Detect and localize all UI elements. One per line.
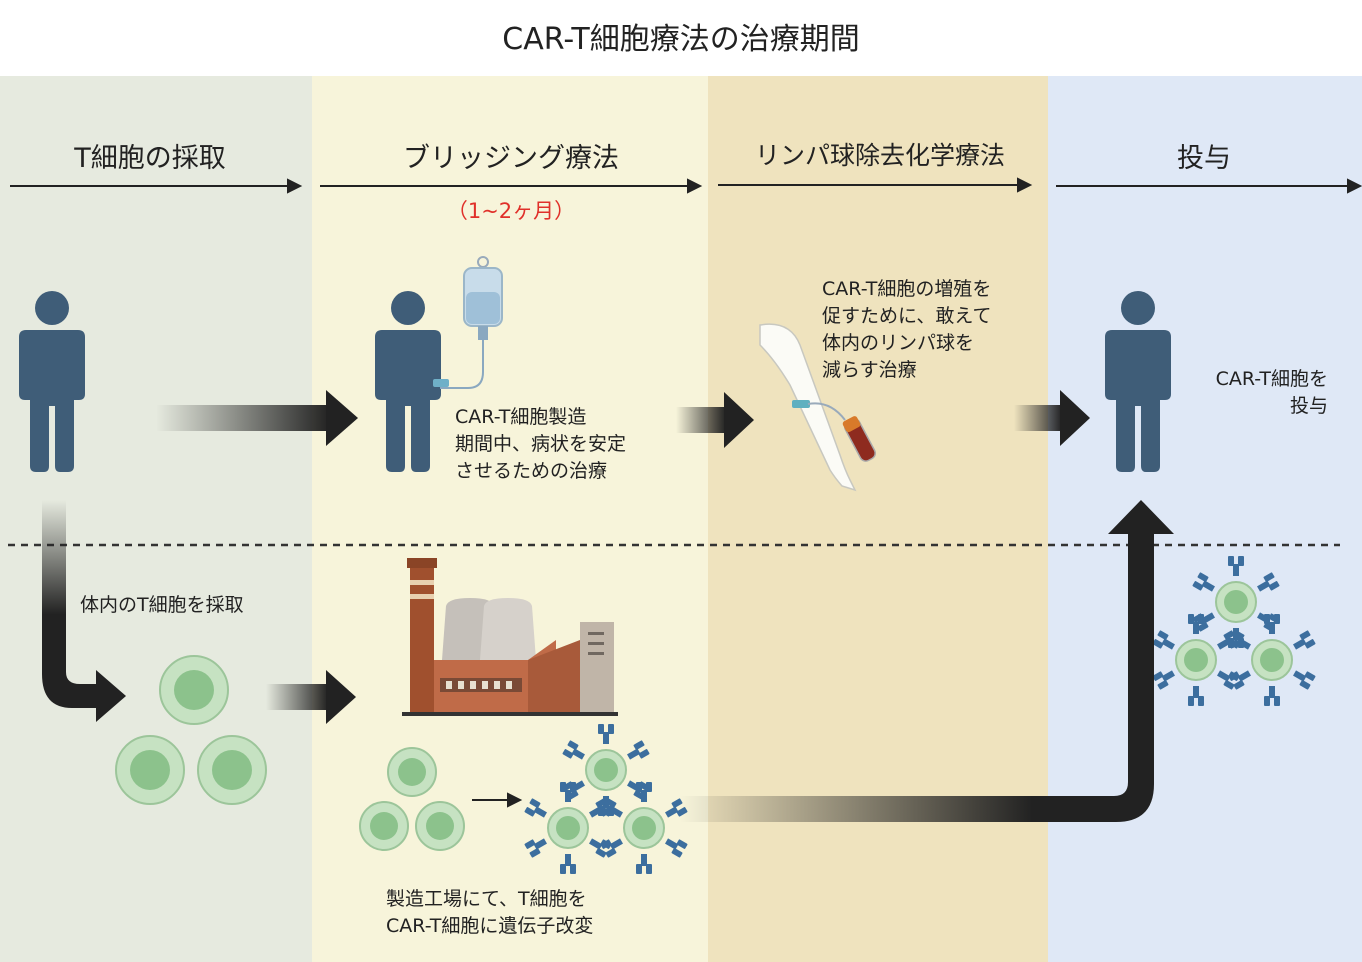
page-title: CAR-T細胞療法の治療期間 xyxy=(502,22,860,57)
bridging-note: CAR-T細胞製造 期間中、病状を安定 させるための治療 xyxy=(455,404,626,485)
t-cell-icon xyxy=(115,735,185,805)
car-t-cell-icon xyxy=(524,782,612,874)
car-t-cell-icon xyxy=(1228,614,1316,706)
t-cell-icon xyxy=(359,801,409,851)
person-icon xyxy=(19,291,85,472)
manufacturing-note: 製造工場にて、T細胞を CAR-T細胞に遺伝子改変 xyxy=(386,886,593,940)
infusion-note-line: CAR-T細胞を xyxy=(1215,368,1328,390)
bridging-note-line: CAR-T細胞製造 xyxy=(455,406,587,428)
phase-label-collection: T細胞の採取 xyxy=(74,143,226,174)
car-t-cell-icon xyxy=(1152,614,1240,706)
iv-bag-icon xyxy=(433,256,503,389)
lymphodepletion-note-line: 促すために、敢えて xyxy=(822,305,992,327)
person-icon xyxy=(375,291,441,472)
t-cell-icon xyxy=(197,735,267,805)
timeline-arrows xyxy=(10,177,1362,194)
phase-label-bridging: ブリッジング療法 xyxy=(403,143,619,174)
person-icon xyxy=(1105,291,1171,472)
lymphodepletion-note-line: CAR-T細胞の増殖を xyxy=(822,278,992,300)
flow-arrows xyxy=(42,390,1174,822)
bridging-duration: （1~2ヶ月） xyxy=(446,199,576,223)
lymphodepletion-note-line: 体内のリンパ球を xyxy=(822,332,975,354)
manufacturing-note-line: CAR-T細胞に遺伝子改変 xyxy=(386,915,594,937)
t-cell-icon xyxy=(387,747,437,797)
factory-icon xyxy=(402,558,618,716)
lymphodepletion-note-line: 減らす治療 xyxy=(822,359,917,381)
lymphodepletion-note: CAR-T細胞の増殖を 促すために、敢えて 体内のリンパ球を 減らす治療 xyxy=(822,276,991,384)
phase-label-lymphodepletion: リンパ球除去化学療法 xyxy=(754,141,1005,170)
bridging-note-line: させるための治療 xyxy=(455,460,608,482)
bridging-note-line: 期間中、病状を安定 xyxy=(455,433,627,455)
phase-label-infusion: 投与 xyxy=(1177,143,1231,174)
car-t-cell-icon xyxy=(600,782,688,874)
manufacturing-note-line: 製造工場にて、T細胞を xyxy=(386,888,587,910)
arm-blood-draw-icon xyxy=(759,323,877,492)
infusion-note: CAR-T細胞を 投与 xyxy=(1188,366,1328,420)
collect-note: 体内のT細胞を採取 xyxy=(80,594,244,616)
infusion-note-line: 投与 xyxy=(1289,395,1328,417)
t-cell-icon xyxy=(159,655,229,725)
conversion-arrow xyxy=(472,792,523,808)
t-cell-icon xyxy=(415,801,465,851)
